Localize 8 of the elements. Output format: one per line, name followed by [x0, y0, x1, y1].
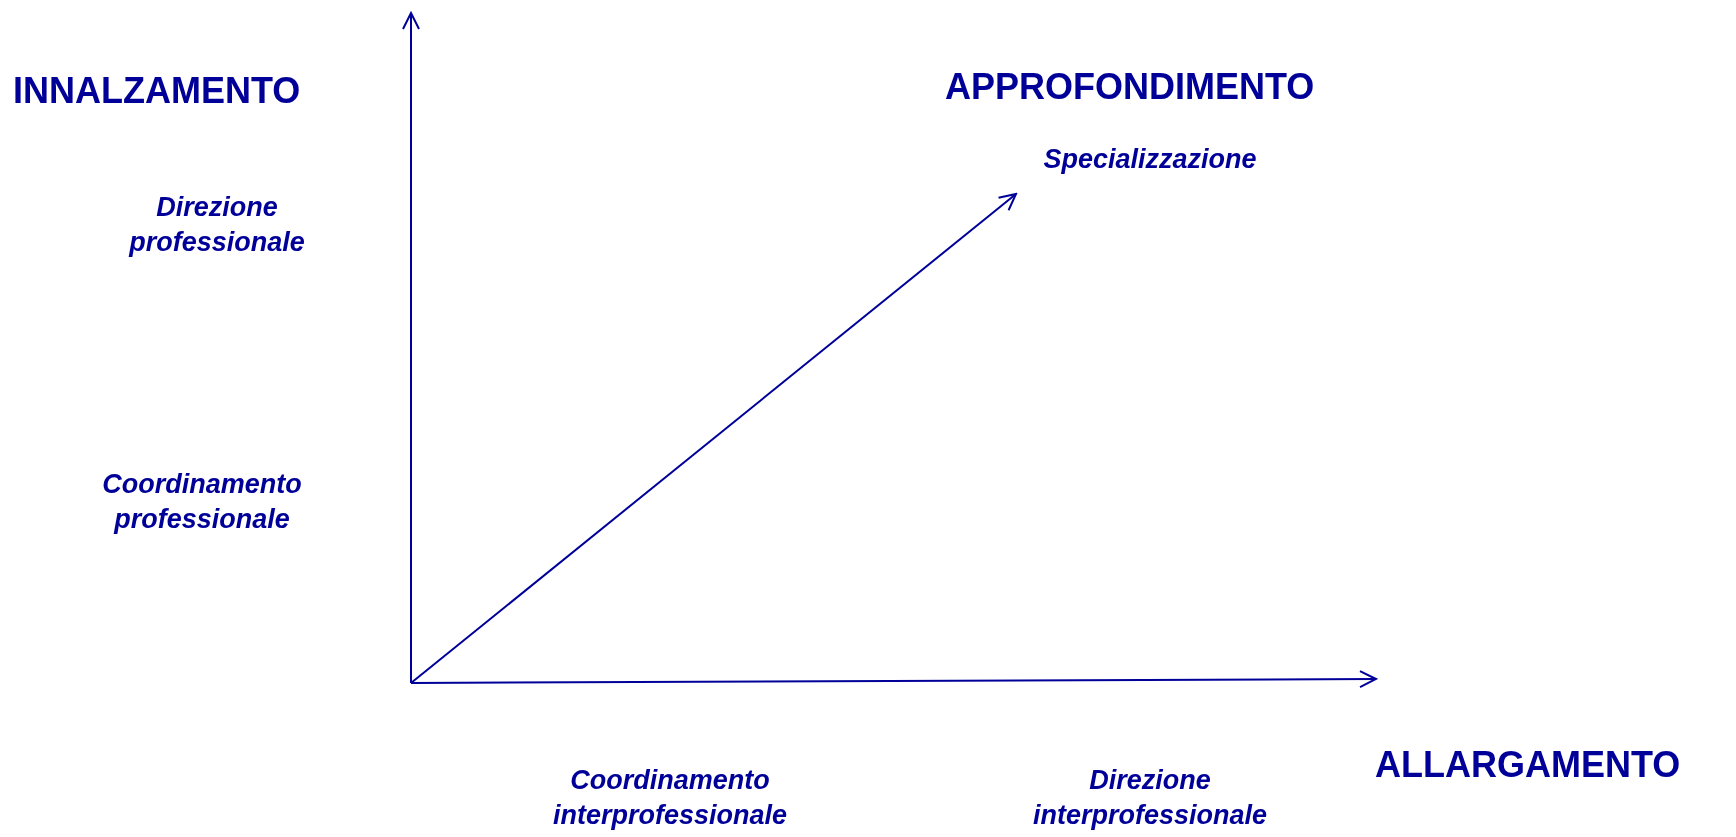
axis-sublabel: Direzione professionale	[127, 191, 306, 260]
axis-sublabel: Direzione interprofessionale	[1031, 764, 1269, 833]
axis-title: INNALZAMENTO	[13, 69, 301, 113]
axis-title: APPROFONDIMENTO	[945, 65, 1315, 109]
axis-sublabel: Coordinamento professionale	[101, 468, 303, 537]
axis-sublabel: Coordinamento interprofessionale	[551, 764, 789, 833]
axis-title: ALLARGAMENTO	[1375, 743, 1681, 787]
axis-sublabel: Specializzazione	[1042, 143, 1258, 176]
